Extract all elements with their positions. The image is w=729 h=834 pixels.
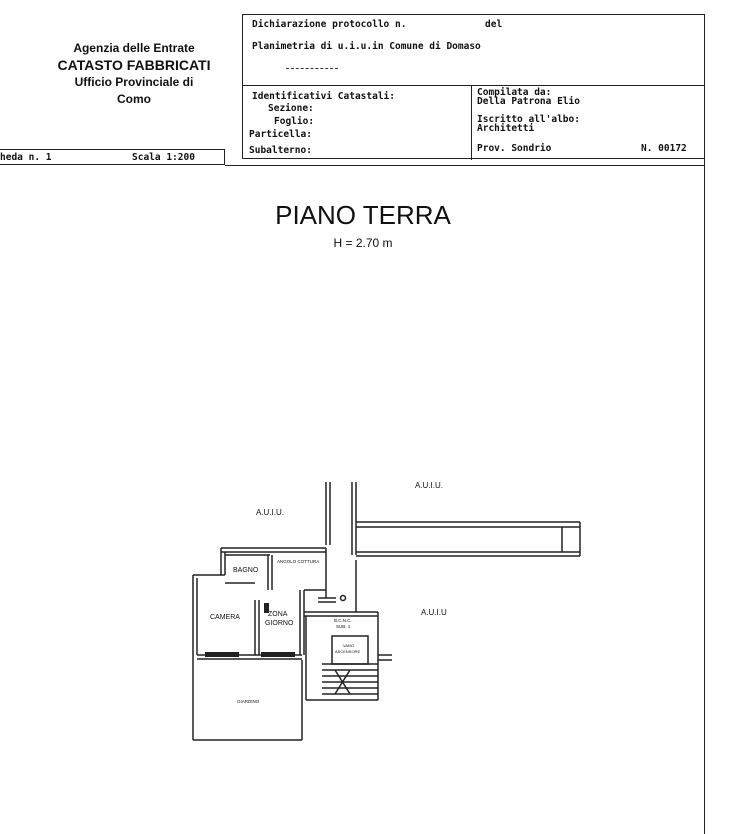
header-divider bbox=[243, 85, 704, 86]
label-sub: SUB. 1 bbox=[336, 624, 351, 629]
label-aiu-left: A.U.I.U. bbox=[256, 508, 285, 517]
sheet-label: Foglio: bbox=[274, 116, 315, 127]
identifiers-title: Identificativi Catastali: bbox=[252, 91, 395, 102]
label-giorno: GIORNO bbox=[265, 620, 294, 627]
label-ascensore: ASCENSORE bbox=[335, 649, 361, 654]
sheet-number: heda n. 1 bbox=[0, 152, 52, 163]
label-zona: ZONA bbox=[268, 611, 288, 618]
scale-label: Scala 1:200 bbox=[132, 152, 195, 163]
label-aiu-right: A.U.I.U bbox=[421, 608, 447, 617]
label-bcnc: B.C.N.C. bbox=[334, 618, 352, 623]
label-bagno: BAGNO bbox=[233, 567, 259, 574]
office-city: Como bbox=[117, 92, 151, 106]
compiled-by-name: Della Patrona Elio bbox=[477, 96, 580, 107]
scale-strip: heda n. 1 Scala 1:200 bbox=[0, 149, 225, 165]
agency-header: Agenzia delle Entrate CATASTO FABBRICATI… bbox=[34, 40, 234, 108]
label-giardino: GIARDINO bbox=[237, 699, 260, 704]
catasto-title: CATASTO FABBRICATI bbox=[57, 57, 211, 73]
section-label: Sezione: bbox=[268, 103, 314, 114]
plan-title: PIANO TERRA bbox=[275, 200, 451, 230]
underline-mark bbox=[286, 68, 338, 69]
agency-name: Agenzia delle Entrate bbox=[73, 41, 195, 55]
frame-top-border bbox=[225, 165, 705, 166]
register-value: Architetti bbox=[477, 123, 535, 134]
subaltern-label: Subalterno: bbox=[249, 145, 312, 156]
label-vano: VANO bbox=[343, 643, 355, 648]
header-column-divider bbox=[471, 85, 472, 160]
office-label: Ufficio Provinciale di bbox=[74, 75, 194, 89]
register-number: N. 00172 bbox=[641, 143, 687, 154]
label-aiu-top: A.U.I.U. bbox=[415, 481, 444, 490]
parcel-label: Particella: bbox=[249, 129, 312, 140]
label-angolo-cottura: ANGOLO COTTURA bbox=[277, 559, 320, 564]
plan-height: H = 2.70 m bbox=[333, 236, 393, 250]
register-label: Iscritto all'albo: bbox=[477, 114, 580, 125]
del-label: del bbox=[485, 19, 503, 30]
compiled-by-label: Compilata da: bbox=[477, 87, 552, 98]
planimetry-label: Planimetria di u.i.u.in Comune di Domaso bbox=[252, 41, 481, 52]
frame-right-border bbox=[704, 159, 705, 834]
label-camera: CAMERA bbox=[210, 614, 240, 621]
province-label: Prov. Sondrio bbox=[477, 143, 552, 154]
declaration-label: Dichiarazione protocollo n. bbox=[252, 19, 407, 30]
declaration-box: Dichiarazione protocollo n. del Planimet… bbox=[242, 14, 705, 160]
